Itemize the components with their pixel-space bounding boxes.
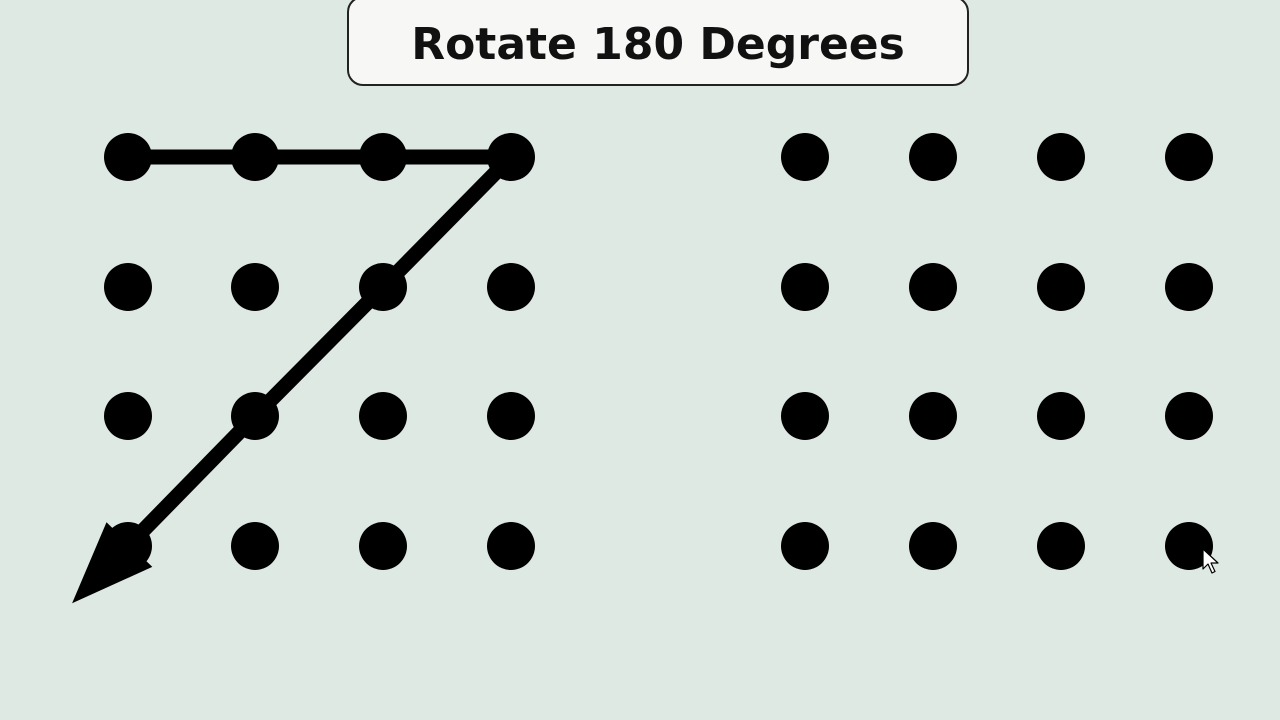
answer-dot-r1-c1[interactable] <box>909 263 957 311</box>
answer-dot-r3-c2[interactable] <box>1037 522 1085 570</box>
source-dot-r2-c2 <box>359 392 407 440</box>
mouse-cursor <box>1202 548 1219 574</box>
answer-dot-r2-c2[interactable] <box>1037 392 1085 440</box>
pattern-line <box>124 149 529 550</box>
answer-dot-r2-c3[interactable] <box>1165 392 1213 440</box>
answer-dot-r3-c0[interactable] <box>781 522 829 570</box>
answer-dot-r1-c3[interactable] <box>1165 263 1213 311</box>
source-dot-r3-c3 <box>487 522 535 570</box>
source-dot-r0-c0 <box>104 133 152 181</box>
source-dot-r1-c0 <box>104 263 152 311</box>
answer-dot-r2-c1[interactable] <box>909 392 957 440</box>
source-grid <box>104 133 535 570</box>
answer-dot-r0-c3[interactable] <box>1165 133 1213 181</box>
source-dot-r2-c1 <box>231 392 279 440</box>
source-dot-r3-c0 <box>104 522 152 570</box>
source-dot-r1-c2 <box>359 263 407 311</box>
source-dot-r0-c2 <box>359 133 407 181</box>
source-dot-r1-c1 <box>231 263 279 311</box>
source-dot-r3-c1 <box>231 522 279 570</box>
answer-dot-r1-c0[interactable] <box>781 263 829 311</box>
source-dot-r2-c0 <box>104 392 152 440</box>
source-dot-r0-c1 <box>231 133 279 181</box>
source-dot-r3-c2 <box>359 522 407 570</box>
answer-dot-r0-c1[interactable] <box>909 133 957 181</box>
answer-dot-r1-c2[interactable] <box>1037 263 1085 311</box>
answer-dot-r3-c1[interactable] <box>909 522 957 570</box>
answer-dot-r3-c3[interactable] <box>1165 522 1213 570</box>
instruction-title: Rotate 180 Degrees <box>411 18 905 70</box>
instruction-banner: Rotate 180 Degrees <box>347 0 969 86</box>
answer-grid[interactable] <box>781 133 1213 570</box>
answer-dot-r0-c2[interactable] <box>1037 133 1085 181</box>
source-dot-r0-c3 <box>487 133 535 181</box>
source-dot-r1-c3 <box>487 263 535 311</box>
answer-dot-r0-c0[interactable] <box>781 133 829 181</box>
answer-dot-r2-c0[interactable] <box>781 392 829 440</box>
source-dot-r2-c3 <box>487 392 535 440</box>
cursor-arrow-icon <box>1202 548 1219 574</box>
